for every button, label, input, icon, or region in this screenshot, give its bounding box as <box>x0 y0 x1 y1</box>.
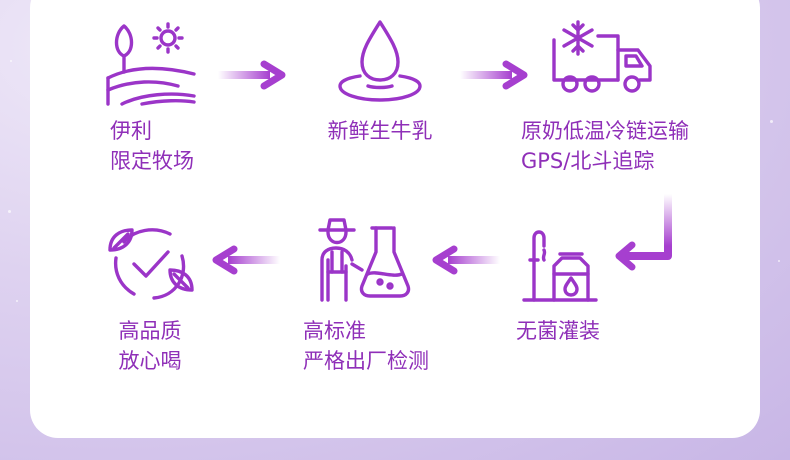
step-transport-line1: 原奶低温冷链运输 <box>521 119 689 143</box>
quality-check-icon <box>108 228 194 300</box>
step-testing-line1: 高标准 <box>303 319 366 343</box>
milk-drop-icon <box>338 20 422 102</box>
arrow-left-icon <box>212 245 280 275</box>
arrow-right-icon <box>460 60 528 90</box>
step-transport-label: 原奶低温冷链运输 GPS/北斗追踪 <box>521 116 689 176</box>
step-filling-label: 无菌灌装 <box>516 316 600 346</box>
farmer-lab-test-icon <box>318 218 411 302</box>
filling-machine-icon <box>522 230 598 302</box>
step-testing-label: 高标准 严格出厂检测 <box>303 316 429 376</box>
farm-icon <box>106 22 196 106</box>
step-filling-line1: 无菌灌装 <box>516 319 600 343</box>
step-milk-line1: 新鲜生牛乳 <box>327 119 433 143</box>
step-ranch-label: 伊利 限定牧场 <box>110 116 194 176</box>
step-transport-line2: GPS/北斗追踪 <box>521 149 655 173</box>
step-ranch-line2: 限定牧场 <box>110 149 194 173</box>
step-testing-line2: 严格出厂检测 <box>303 349 429 373</box>
arrow-left-icon <box>432 245 500 275</box>
step-quality-line1: 高品质 <box>118 319 182 343</box>
step-quality-line2: 放心喝 <box>118 349 182 373</box>
refrigerated-truck-icon <box>552 20 652 93</box>
process-card: 伊利 限定牧场 新鲜生牛乳 <box>30 0 760 438</box>
arrow-right-icon <box>218 60 286 90</box>
step-quality-label: 高品质 放心喝 <box>119 316 182 376</box>
step-milk-label: 新鲜生牛乳 <box>328 116 433 146</box>
arrow-down-left-icon <box>615 194 672 271</box>
step-ranch-line1: 伊利 <box>110 119 152 143</box>
